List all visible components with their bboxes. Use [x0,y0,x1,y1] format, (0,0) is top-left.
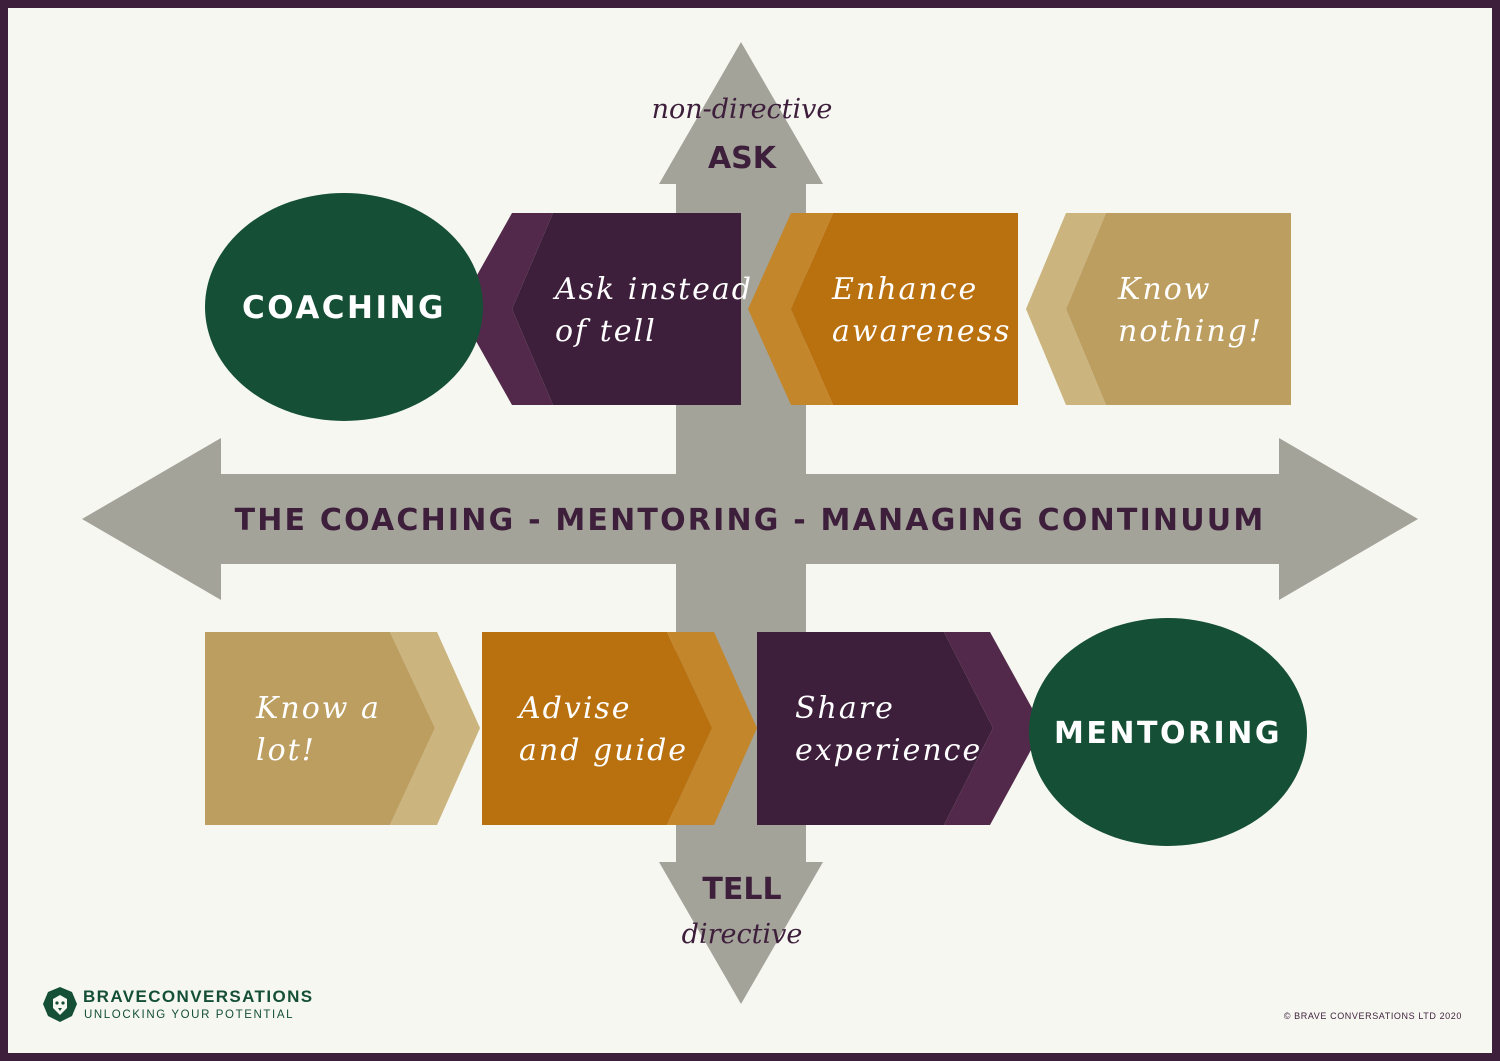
shape-know-a-lot: Know a lot! [205,632,480,825]
brand-tagline: UNLOCKING YOUR POTENTIAL [84,1009,294,1021]
shape-text-line: Share [795,691,895,726]
shape-text-line: awareness [832,314,1011,349]
copyright-notice: © BRAVE CONVERSATIONS LTD 2020 [1284,1011,1462,1021]
chevron-orange-body [482,632,712,825]
chevron-orange-accent [667,632,757,825]
svg-text:Enhance: Enhance [831,272,978,307]
chevron-purple-accent [944,632,1043,825]
shape-text-line: nothing! [1118,314,1263,349]
svg-text:of tell: of tell [555,314,657,349]
brand-name: BRAVECONVERSATIONS [83,987,313,1006]
top-axis-italic-label: non-directive [652,94,833,125]
shape-know-nothing: Know nothing! [1026,213,1291,405]
shape-text-line: and guide [519,733,688,768]
tell-label: TELL [702,872,781,907]
coaching-label: COACHING [242,290,446,326]
chevron-purple-body [512,213,741,405]
svg-text:Advise: Advise [516,691,632,726]
chevron-orange-accent [748,213,833,405]
mentoring-oval: MENTORING [1029,618,1307,846]
svg-text:lot!: lot! [256,733,316,768]
svg-text:and guide: and guide [519,733,688,768]
ask-label: ASK [708,141,778,176]
svg-text:experience: experience [795,733,982,768]
svg-text:Ask instead: Ask instead [552,272,753,307]
shape-text-line: Know a [255,691,381,726]
svg-text:Know a: Know a [255,691,381,726]
svg-text:nothing!: nothing! [1118,314,1263,349]
chevron-tan-body [205,632,435,825]
chevron-purple-body [757,632,993,825]
coaching-oval: COACHING [205,193,483,421]
shape-text-line: Know [1117,272,1211,307]
shape-text-line: of tell [555,314,657,349]
chevron-orange-body [791,213,1018,405]
svg-text:awareness: awareness [832,314,1011,349]
svg-text:Know: Know [1117,272,1211,307]
shape-enhance-awareness: Enhance awareness [748,213,1018,405]
shape-text-line: Advise [516,691,632,726]
shape-advise-and-guide: Advise and guide [482,632,757,825]
lion-head-icon [43,987,77,1022]
shape-share-experience: Share experience [757,632,1043,825]
shape-text-line: Enhance [831,272,978,307]
continuum-title: THE COACHING - MENTORING - MANAGING CONT… [235,503,1266,538]
chevron-purple-accent [458,213,553,405]
shape-text-line: experience [795,733,982,768]
shape-ask-instead-of-tell: Ask instead of tell [458,213,753,405]
shape-text-line: Ask instead [552,272,753,307]
svg-text:Share: Share [795,691,895,726]
brand-logo: BRAVECONVERSATIONS UNLOCKING YOUR POTENT… [43,987,313,1022]
mentoring-label: MENTORING [1054,716,1282,751]
chevron-tan-body [1066,213,1291,405]
chevron-tan-accent [390,632,480,825]
horizontal-axis-arrow [82,438,1418,600]
bottom-axis-italic-label: directive [682,919,803,950]
shape-text-line: lot! [256,733,316,768]
